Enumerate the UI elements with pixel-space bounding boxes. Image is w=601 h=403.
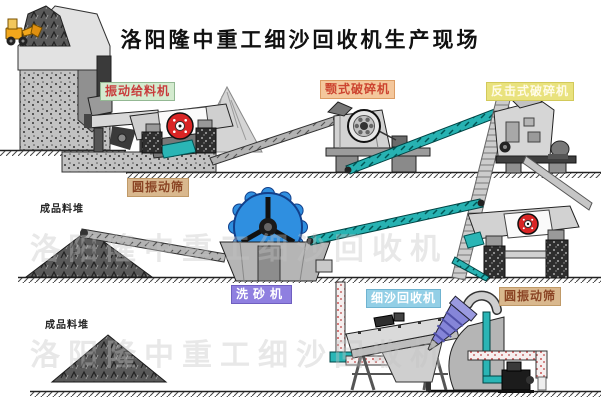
conveyor-washer-to-pile1: [79, 228, 227, 263]
conveyor-screen2-down: [451, 256, 490, 282]
cyclone-icon: [427, 295, 478, 351]
label-finished-pile-2: 成品料堆: [45, 320, 89, 331]
vibrating-screen-1: [129, 103, 234, 159]
label-sand-washer: 洗砂机: [231, 285, 293, 304]
dewatering-screen-bolts: [358, 318, 441, 334]
label-finished-pile-1: 成品料堆: [40, 204, 84, 215]
conveyor-impact-to-screen2: [522, 155, 593, 211]
label-vibrating-screen-1: 圆振动筛: [127, 178, 190, 197]
fine-sand-recycler: [329, 281, 548, 393]
label-jaw-crusher: 颚式破碎机: [320, 80, 396, 99]
label-vibrating-screen-2: 圆振动筛: [499, 287, 562, 306]
screen1-flywheel-icon: [166, 112, 194, 140]
screen2-flywheel-icon: [517, 213, 539, 235]
sand-pile-finished-2: [50, 334, 168, 383]
sand-pile-finished-1: [24, 229, 154, 278]
label-impact-crusher: 反击式破碎机: [486, 82, 575, 101]
jaw-crusher: [325, 101, 431, 173]
wheel-loader-icon: [5, 18, 43, 46]
label-fine-sand-recycler: 细沙回收机: [366, 289, 442, 308]
sand-washer: [219, 187, 333, 282]
page-title: 洛阳隆中重工细沙回收机生产现场: [120, 28, 481, 52]
label-vibrating-feeder: 振动给料机: [100, 82, 176, 101]
pump-icon: [498, 361, 534, 393]
jaw-flywheel-icon: [347, 109, 381, 143]
impact-crusher: [493, 93, 577, 174]
conveyor-screen2-to-washer: [306, 198, 485, 246]
vibrating-screen-2: [463, 205, 580, 279]
